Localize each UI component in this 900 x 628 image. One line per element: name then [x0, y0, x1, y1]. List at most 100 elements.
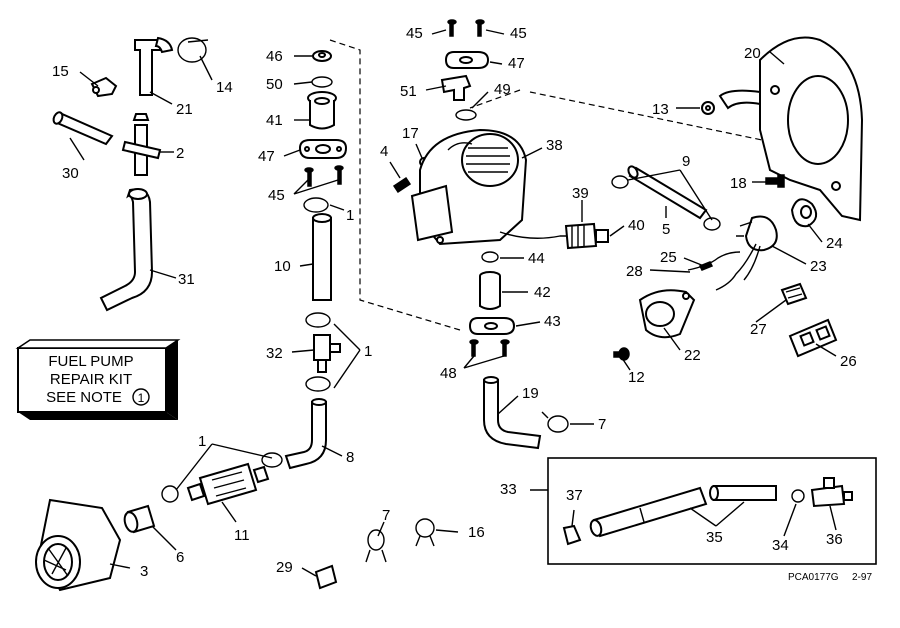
callout-27: 27	[750, 321, 767, 338]
callout-18: 18	[730, 175, 747, 192]
note-line-3: SEE NOTE	[46, 389, 122, 406]
clamp-1a	[303, 197, 329, 213]
gasket-47b	[444, 51, 490, 69]
callout-47b: 47	[508, 55, 525, 72]
callout-1b: 1	[364, 343, 372, 360]
t-fitting-2	[121, 113, 162, 176]
connector-15	[90, 76, 118, 98]
clamp-1e	[161, 485, 179, 503]
screws-45a	[304, 165, 344, 187]
repair-kit-note: FUEL PUMP REPAIR KIT SEE NOTE 1	[15, 339, 181, 420]
clamp-34	[791, 489, 805, 503]
callout-17: 17	[402, 125, 419, 142]
callout-10: 10	[274, 258, 291, 275]
hose-10	[312, 213, 332, 301]
callout-29: 29	[276, 559, 293, 576]
sleeve-6	[123, 504, 156, 534]
wire-25	[687, 251, 741, 271]
callout-40: 40	[628, 217, 645, 234]
sleeve-29	[314, 564, 338, 590]
fitting-42	[479, 271, 501, 310]
callout-22: 22	[684, 347, 701, 364]
clamp-9b	[703, 217, 721, 231]
elbow-hose-31	[99, 188, 154, 312]
callout-51: 51	[400, 83, 417, 100]
callout-44: 44	[528, 250, 545, 267]
screws-45b	[447, 19, 485, 37]
callout-7a: 7	[382, 507, 390, 524]
callout-48: 48	[440, 365, 457, 382]
callout-14: 14	[216, 79, 233, 96]
callout-39: 39	[572, 185, 589, 202]
callout-49: 49	[494, 81, 511, 98]
washer-13	[701, 101, 715, 115]
callout-19: 19	[522, 385, 539, 402]
callout-16: 16	[468, 524, 485, 541]
callout-4: 4	[380, 143, 388, 160]
callout-23: 23	[810, 258, 827, 275]
callout-46: 46	[266, 48, 283, 65]
hose-8	[284, 398, 327, 470]
clamp-16	[415, 518, 435, 547]
callout-1a: 1	[346, 207, 354, 224]
bracket-22	[638, 289, 696, 339]
hose-35b	[709, 485, 777, 501]
fitting-36	[810, 477, 853, 508]
callout-47a: 47	[258, 148, 275, 165]
clamp-1c	[305, 376, 331, 392]
clip-37	[562, 524, 582, 546]
callout-3: 3	[140, 563, 148, 580]
callout-5: 5	[662, 221, 670, 238]
callout-42: 42	[534, 284, 551, 301]
gasket-43	[468, 317, 516, 335]
callout-20: 20	[744, 45, 761, 62]
mounting-plate-20	[718, 36, 864, 222]
o-ring-44	[481, 251, 499, 263]
inset-box-33	[547, 457, 877, 565]
callout-33: 33	[500, 481, 517, 498]
note-line-1: FUEL PUMP	[48, 353, 133, 370]
fuel-pump-38	[410, 128, 528, 246]
elbow-hose-21	[134, 36, 174, 96]
gasket-47a	[298, 139, 348, 159]
clamp-7a	[365, 529, 387, 563]
callout-21: 21	[176, 101, 193, 118]
screw-12	[613, 347, 630, 361]
callout-34: 34	[772, 537, 789, 554]
fitting-41	[307, 91, 337, 130]
clamp-1d	[261, 452, 283, 468]
drawing-code: PCA0177G	[788, 572, 839, 583]
connector-27	[780, 282, 808, 306]
callout-37: 37	[566, 487, 583, 504]
washer-46	[312, 50, 332, 62]
callout-1c: 1	[198, 433, 206, 450]
note-marker-circle	[132, 388, 150, 406]
callout-26: 26	[840, 353, 857, 370]
hose-clamp-14	[177, 37, 209, 63]
callout-45c: 45	[510, 25, 527, 42]
callout-28: 28	[626, 263, 643, 280]
callout-36: 36	[826, 531, 843, 548]
leader-lines	[69, 29, 837, 577]
callout-38: 38	[546, 137, 563, 154]
o-ring-50	[311, 76, 333, 88]
callout-35: 35	[706, 529, 723, 546]
straight-hose-30	[52, 111, 114, 146]
callout-50: 50	[266, 76, 283, 93]
clamp-9a	[611, 175, 629, 189]
callout-31: 31	[178, 271, 195, 288]
callout-45b: 45	[406, 25, 423, 42]
hose-35a	[589, 486, 708, 538]
screw-4	[392, 176, 412, 194]
callout-labels: 15 14 21 30 2 31 46 50 41 47 45 1 10 32 …	[52, 25, 857, 580]
callout-2: 2	[176, 145, 184, 162]
callout-12: 12	[628, 369, 645, 386]
callout-8: 8	[346, 449, 354, 466]
callout-7b: 7	[598, 416, 606, 433]
callout-41: 41	[266, 112, 283, 129]
wire-harness-40	[499, 222, 609, 250]
grommet-24	[790, 198, 818, 228]
connector-32	[313, 334, 341, 373]
callout-45a: 45	[268, 187, 285, 204]
